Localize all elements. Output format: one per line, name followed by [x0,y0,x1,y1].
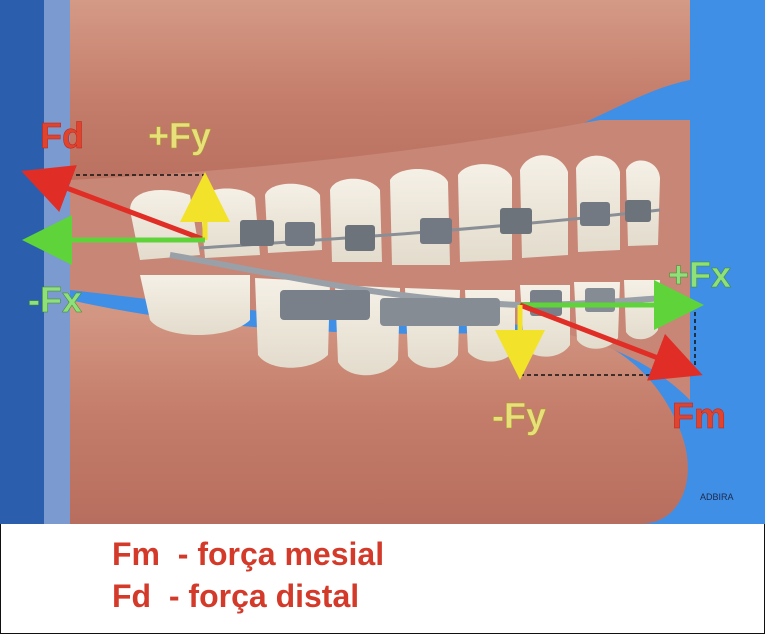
left-edge-strip [44,0,70,524]
legend: Fm - força mesial Fd - força distal [0,524,765,634]
label-minus-fy: -Fy [492,395,546,436]
label-minus-fx: -Fx [28,279,82,320]
legend-fd: Fd - força distal [112,578,359,615]
label-fd: Fd [40,115,84,156]
watermark-text: ADBIRA [700,492,734,502]
label-plus-fy: +Fy [148,115,211,156]
orthodontic-photo: Fd +Fy -Fx +Fx -Fy Fm ADBIRA [0,0,765,524]
legend-fm: Fm - força mesial [112,536,384,573]
label-plus-fx: +Fx [668,254,731,295]
label-fm: Fm [672,395,726,436]
